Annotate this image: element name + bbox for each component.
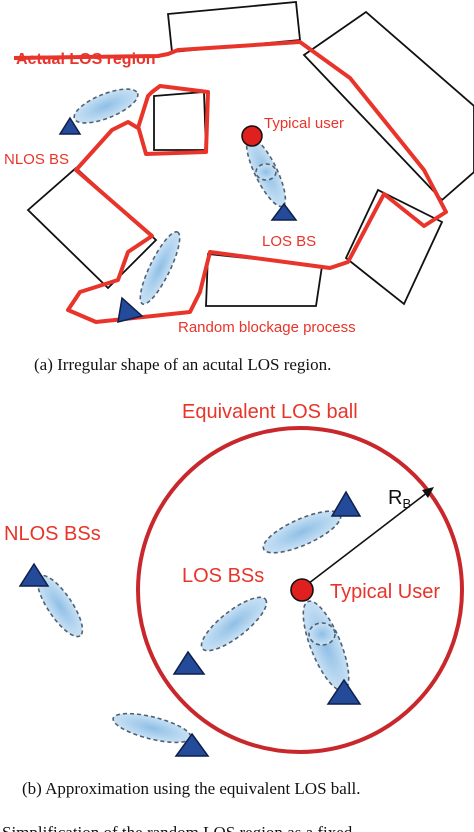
beam-lobe	[112, 712, 192, 744]
los-bs-icon	[330, 490, 362, 517]
label-actual-los-region: Actual LOS region	[16, 51, 156, 68]
label-los-bss: LOS BSs	[182, 565, 264, 587]
typical-user-icon	[241, 125, 263, 147]
los-bs-icon	[270, 202, 298, 221]
beam-lobe	[262, 510, 342, 554]
label-typical-user-b: Typical User	[330, 581, 440, 603]
panel-a: Actual LOS region Typical user NLOS BS L…	[4, 1, 474, 374]
los-bs-icon	[326, 678, 362, 705]
typical-user-icon	[290, 578, 314, 602]
blockage-rect	[153, 91, 207, 151]
nlos-bs-icon	[58, 116, 82, 135]
caption-a: (a) Irregular shape of an acutal LOS reg…	[34, 355, 331, 374]
blockage-rect	[302, 10, 474, 202]
los-ball	[136, 426, 464, 754]
nlos-bs-icon	[18, 562, 50, 587]
label-equivalent-los-ball: Equivalent LOS ball	[182, 401, 358, 423]
radius-arrow-head	[422, 487, 434, 498]
beam-lobe	[200, 596, 268, 652]
los-bs-icon	[172, 650, 206, 675]
beam-lobe-inner	[308, 622, 336, 646]
label-nlos-bss: NLOS BSs	[4, 523, 101, 545]
beam-lobe	[73, 88, 139, 124]
caption-b: (b) Approximation using the equivalent L…	[22, 779, 361, 798]
label-radius: RB	[388, 487, 411, 511]
label-typical-user: Typical user	[264, 115, 344, 132]
nlos-bs-icon	[174, 732, 210, 757]
beam-lobe-inner	[255, 163, 277, 181]
label-random-blockage: Random blockage process	[178, 319, 356, 336]
blockage-rect	[344, 188, 444, 306]
label-los-bs: LOS BS	[262, 233, 316, 250]
footer-partial-text: Simplification of the random LOS region …	[2, 823, 353, 832]
label-nlos-bs: NLOS BS	[4, 151, 69, 168]
blockage-rect	[205, 253, 324, 307]
panel-b: Equivalent LOS ball RB NLOS BSs LOS BSs …	[4, 401, 464, 798]
blockage-rect	[167, 1, 301, 53]
radius-arrow	[299, 491, 429, 591]
nlos-bs-icon	[117, 296, 144, 324]
beam-lobe	[302, 600, 350, 692]
los-region-outline	[13, 40, 448, 324]
beam-lobe	[139, 230, 181, 306]
